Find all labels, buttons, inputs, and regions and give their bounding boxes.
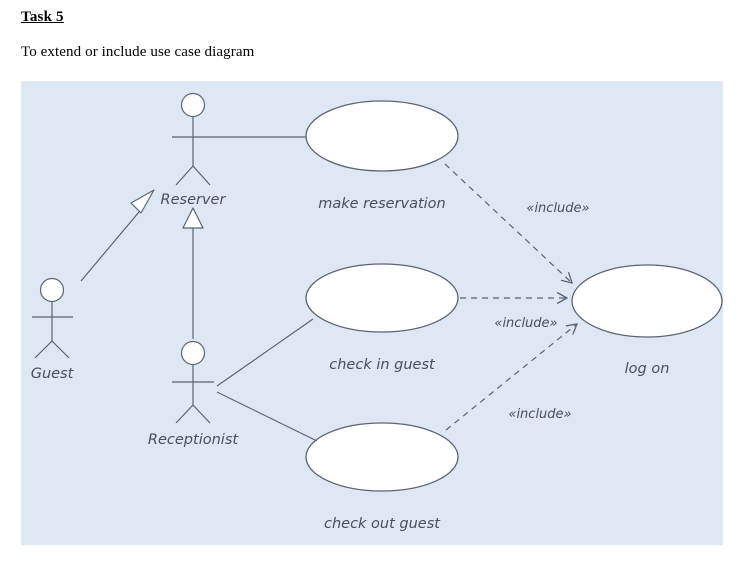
actor-receptionist-label: Receptionist	[148, 432, 239, 448]
page-title: Task 5	[21, 9, 64, 25]
use-case-check-in-guest[interactable]: check in guest	[305, 263, 459, 373]
actor-receptionist-leg-left	[175, 404, 194, 424]
include-label-1: «include»	[526, 201, 589, 216]
actor-reserver-head	[180, 92, 206, 118]
actor-guest-leg-right	[51, 340, 70, 359]
include-check-in-guest-to-log-on[interactable]: «include»	[460, 291, 569, 331]
use-case-log-on-label: log on	[625, 361, 670, 377]
generalization-guest-arrowhead	[130, 189, 155, 214]
actor-reserver-leg-left	[175, 165, 194, 186]
use-case-check-in-guest-ellipse	[305, 263, 459, 333]
actor-guest-leg-left	[34, 340, 53, 359]
use-case-check-in-guest-label: check in guest	[329, 357, 436, 373]
actor-receptionist-head	[180, 340, 206, 366]
actor-guest-head	[39, 277, 65, 303]
actor-receptionist-leg-right	[192, 404, 211, 424]
actor-reserver-label: Reserver	[161, 192, 227, 208]
use-case-diagram-canvas: Reserver Guest Receptionist	[31, 92, 723, 532]
task-description: To extend or include use case diagram	[21, 44, 255, 60]
use-case-make-reservation-label: make reservation	[318, 196, 446, 212]
actor-receptionist[interactable]: Receptionist	[148, 340, 239, 449]
use-case-make-reservation[interactable]: make reservation	[305, 100, 459, 212]
use-case-check-out-guest-ellipse	[305, 422, 459, 492]
use-case-log-on-ellipse	[571, 264, 723, 338]
generalization-guest-line	[80, 211, 140, 282]
association-receptionist-check-in-guest[interactable]	[216, 318, 314, 387]
include-arrow-1	[444, 163, 573, 284]
use-case-check-out-guest-label: check out guest	[324, 516, 441, 532]
generalization-receptionist-arrowhead	[182, 207, 204, 229]
actor-guest-label: Guest	[31, 366, 75, 382]
actor-reserver[interactable]: Reserver	[161, 92, 227, 209]
association-receptionist-check-out-guest[interactable]	[216, 391, 318, 442]
use-case-log-on[interactable]: log on	[571, 264, 723, 377]
include-make-reservation-to-log-on[interactable]: «include»	[444, 163, 590, 284]
actor-guest[interactable]: Guest	[31, 277, 75, 383]
generalization-guest-to-reserver[interactable]	[80, 189, 155, 282]
include-label-2: «include»	[494, 316, 557, 331]
include-check-out-guest-to-log-on[interactable]: «include»	[445, 323, 579, 431]
actor-reserver-leg-right	[192, 165, 211, 186]
include-label-3: «include»	[508, 407, 571, 422]
use-case-diagram-panel: Reserver Guest Receptionist	[21, 81, 723, 545]
use-case-make-reservation-ellipse	[305, 100, 459, 172]
generalization-receptionist-to-reserver[interactable]	[182, 207, 204, 339]
use-case-check-out-guest[interactable]: check out guest	[305, 422, 459, 532]
